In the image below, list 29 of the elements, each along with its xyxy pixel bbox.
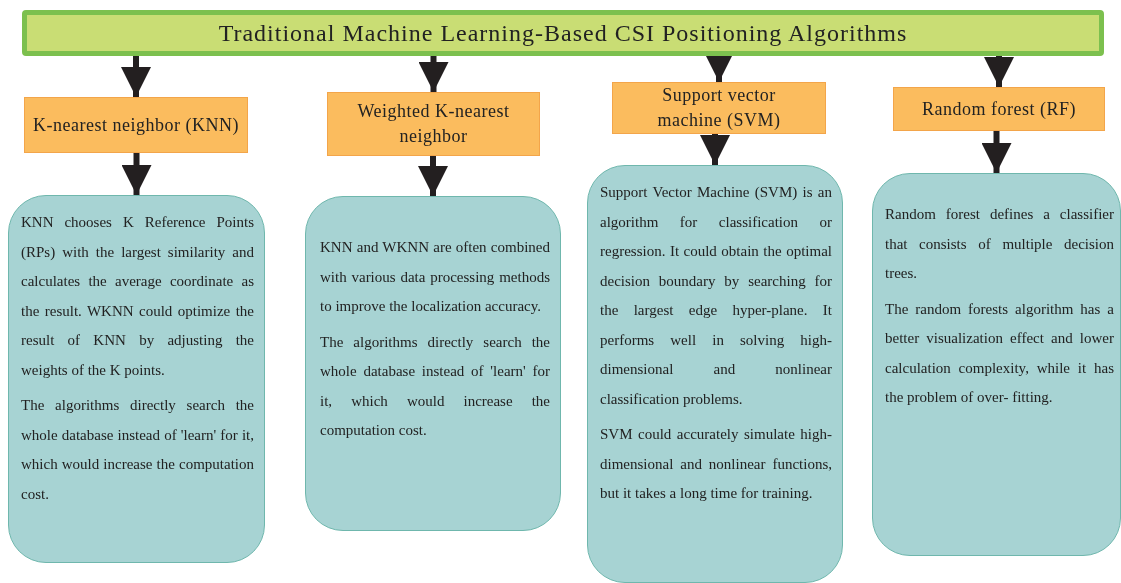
description-box	[872, 173, 1121, 556]
description-paragraph: The algorithms directly search the whole database instead of 'learn' for it, which would increase the computation cost.	[21, 396, 254, 504]
description-box	[587, 165, 843, 583]
arrow	[121, 153, 152, 195]
title-text: Traditional Machine Learning-Based CSI Positioning Algorithms	[218, 19, 908, 47]
algorithm-name: Weighted K-nearest neighbor	[356, 100, 511, 148]
description-box	[8, 195, 265, 563]
description-paragraph: SVM could accurately simulate high-dimensional and nonlinear functions, but it takes a long time for training.	[600, 425, 832, 503]
description-paragraph: The random forests algorithm has a better visualization effect and lower calculation complexity, while it has the problem of over- fitting.	[885, 299, 1114, 407]
description-paragraph: Random forest defines a classifier that consists of multiple decision trees.	[885, 205, 1114, 283]
description-paragraph: KNN chooses K Reference Points (RPs) with the largest similarity and calculates the average coordinate as the result. WKNN could optimize the result of KNN by adjusting the weights of the K points.	[21, 213, 254, 380]
algorithm-name: Support vector machine (SVM)	[656, 84, 782, 132]
description-box	[305, 196, 561, 531]
arrow	[418, 156, 448, 196]
algorithm-box	[24, 97, 248, 153]
algorithm-box	[893, 87, 1105, 131]
description-paragraph: Support Vector Machine (SVM) is an algorithm for classification or regression. It could obtain the optimal decision boundary by searching for the largest edge hyper-plane. It performs well in solving high-dimensional and nonlinear classification problems.	[600, 183, 832, 409]
arrow	[981, 131, 1012, 173]
algorithm-name: K-nearest neighbor (KNN)	[33, 113, 239, 137]
algorithm-box	[612, 82, 826, 134]
arrow	[700, 134, 730, 165]
description-paragraph: KNN and WKNN are often combined with various data processing methods to improve the localization accuracy.	[320, 238, 550, 316]
arrow	[418, 56, 449, 92]
description-paragraph: The algorithms directly search the whole database instead of 'learn' for it, which would increase the computation cost.	[320, 332, 550, 440]
algorithm-box	[327, 92, 540, 156]
algorithm-name: Random forest (RF)	[922, 97, 1076, 121]
arrow	[121, 56, 151, 97]
arrow	[984, 56, 1014, 87]
title-banner	[22, 10, 1104, 56]
